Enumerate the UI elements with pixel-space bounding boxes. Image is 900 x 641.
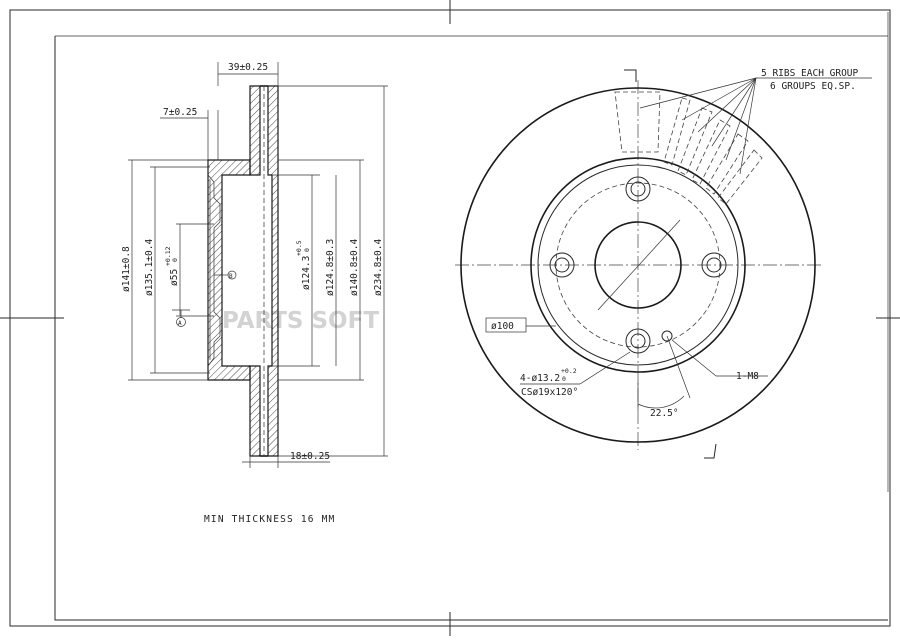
front-view: 5 RIBS EACH GROUP 6 GROUPS EQ.SP. ø100 4… [455,68,872,459]
dim-d124-3: ø124.3 [301,256,312,290]
dim-hat-offset: 7±0.25 [163,107,197,118]
countersink-label: CSø19x120° [521,387,578,398]
dim-min-width: 18±0.25 [290,451,330,462]
center-bore [594,221,682,309]
outer-friction-ring [249,85,261,457]
watermark-text: PARTS SOFT [222,308,379,334]
ribs-note-line2: 6 GROUPS EQ.SP. [770,81,856,92]
dim-d141: ø141±0.8 [121,246,132,292]
friction-inner-edge [530,157,746,373]
outer-disc-edge [460,87,816,443]
dim-d124-8: ø124.8±0.3 [325,239,336,296]
dim-d234-8: ø234.8±0.4 [373,239,384,296]
bolt-holes [549,176,727,354]
dim-d55: ø55 [169,269,180,286]
hub-hat-section [207,159,251,381]
dim-overall-width: 39±0.25 [228,62,268,73]
inner-friction-ring [267,85,279,457]
pcd-label: ø100 [491,321,514,332]
angle-label: 22.5° [650,408,679,419]
dim-d124-3-tol: +0.5 [295,240,303,256]
pcd-box [485,317,527,333]
dim-d135: ø135.1±0.4 [144,239,155,296]
holes-label: 4-ø13.2 [520,373,560,384]
section-view: B A [121,62,388,468]
ribs-note-line1: 5 RIBS EACH GROUP [761,68,859,79]
datum-b-label: B [229,273,233,280]
dim-d140-8: ø140.8±0.4 [349,239,360,296]
min-thickness-note: MIN THICKNESS 16 MM [204,514,335,525]
pcd-circle [555,182,721,348]
dim-d55-tol-low: 0 [171,258,179,262]
threaded-hole [661,330,673,342]
thread-label: 1-M8 [736,371,759,382]
dim-d55-tol: +0.12 [164,246,172,266]
datum-a-label: A [178,320,182,327]
rib-groups [614,91,763,205]
dim-d124-3-tol-low: 0 [303,248,311,252]
holes-tol: +0.2 [561,367,577,375]
holes-tol-low: 0 [562,375,566,383]
